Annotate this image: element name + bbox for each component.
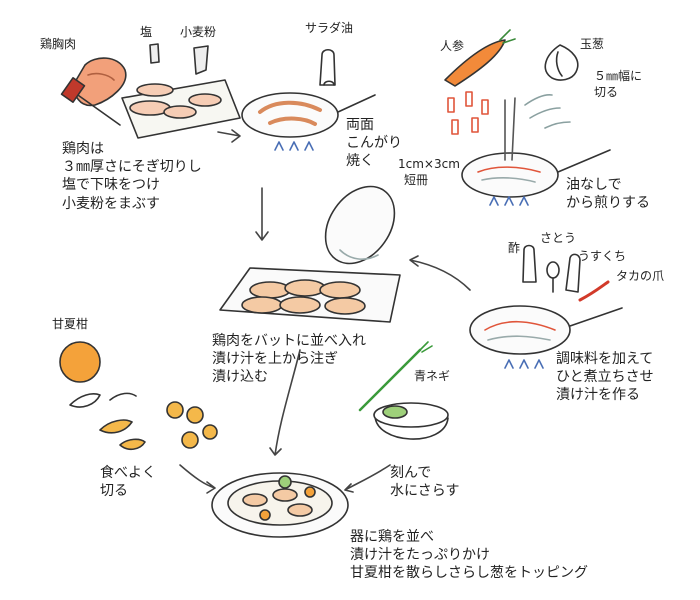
step-marinate: 鶏肉をバットに並べ入れ 漬け汁を上から注ぎ 漬け込む [212, 332, 366, 387]
step-prep-chicken-line: 小麦粉をまぶす [62, 195, 160, 212]
step-prep-chicken: 鶏肉は ３㎜厚さにそぎ切りし 塩で下味をつけ 小麦粉をまぶす [62, 140, 202, 213]
chili-pepper-icon [578, 280, 610, 302]
step-serve-line: 漬け汁をたっぷりかけ [350, 547, 490, 564]
step-soak-onion-line: 刻んで [390, 465, 432, 481]
step-serve-line: 甘夏柑を散らしさらし葱をトッピング [350, 565, 588, 582]
cut-citrus-pieces-icon [166, 401, 218, 449]
sugar-spoon-icon [546, 261, 560, 293]
carrot-cut-line1: 1cm×3cm [398, 157, 460, 171]
flour-label: 小麦粉 [180, 25, 217, 39]
flow-arrows [179, 129, 471, 494]
serving-plate-icon [211, 472, 349, 538]
water-bowl-icon [373, 402, 449, 440]
light-soy-label: うすくち [578, 249, 627, 263]
carrot-icon [444, 29, 516, 87]
pouring-pan-icon [324, 185, 396, 265]
step-serve-line: 器に鶏を並べ [350, 529, 434, 545]
step-marinate-line: 漬け汁を上から注ぎ [212, 351, 338, 368]
step-soak-onion: 刻んで 水にさらす [390, 464, 459, 500]
step-marinade: 調味料を加えて ひと煮立ちさせ 漬け汁を作る [556, 350, 654, 405]
onion-cut-line1: ５㎜幅に [594, 69, 643, 83]
step-cut-citrus-line: 切る [100, 483, 128, 500]
salad-oil-bottle-icon [319, 48, 336, 86]
step-marinate-line: 漬け込む [212, 369, 268, 386]
amanatsu-icon [59, 341, 146, 451]
salad-oil-label: サラダ油 [305, 21, 354, 35]
salt-label: 塩 [140, 25, 153, 39]
salt-icon [149, 43, 160, 64]
onion-icon [544, 44, 579, 81]
onion-cut-line2: 切る [594, 85, 619, 99]
step-fry-chicken: 両面 こんがり 焼く [346, 116, 402, 171]
soy-sauce-bottle-icon [565, 253, 581, 293]
step-marinade-line: ひと煮立ちさせ [556, 369, 654, 386]
frying-pan-chicken-icon [241, 92, 376, 151]
onion-label: 玉葱 [580, 37, 605, 51]
step-dry-fry-line: 油なしで [566, 177, 622, 193]
amanatsu-label: 甘夏柑 [52, 317, 89, 331]
vinegar-label: 酢 [508, 241, 521, 255]
step-prep-chicken-line: 塩で下味をつけ [62, 177, 160, 194]
floured-chicken-tray-icon [121, 79, 241, 139]
step-marinate-line: 鶏肉をバットに並べ入れ [212, 333, 366, 349]
carrot-label: 人参 [440, 39, 465, 53]
vegetable-pan-icon [461, 97, 611, 206]
flour-icon [193, 45, 209, 75]
green-onion-icon [358, 341, 433, 412]
step-cut-citrus-line: 食べよく [100, 465, 156, 481]
step-marinade-line: 漬け汁を作る [556, 387, 640, 404]
sugar-label: さとう [540, 231, 577, 245]
green-onion-label: 青ネギ [414, 369, 451, 383]
step-fry-chicken-line: こんがり [346, 135, 402, 152]
step-fry-chicken-line: 焼く [346, 153, 374, 170]
step-prep-chicken-line: ３㎜厚さにそぎ切りし [62, 159, 202, 176]
step-dry-fry-line: から煎りする [566, 195, 650, 212]
step-serve: 器に鶏を並べ 漬け汁をたっぷりかけ 甘夏柑を散らしさらし葱をトッピング [350, 528, 588, 583]
vinegar-bottle-icon [522, 244, 537, 283]
marinating-tray-icon [219, 267, 401, 323]
step-soak-onion-line: 水にさらす [390, 483, 460, 500]
onion-slices-icon [524, 94, 571, 129]
carrot-strips-icon [447, 91, 489, 135]
step-cut-citrus: 食べよく 切る [100, 464, 156, 500]
step-dry-fry: 油なしで から煎りする [566, 176, 650, 212]
carrot-cut-line2: 短冊 [404, 173, 429, 187]
marinade-pan-icon [469, 305, 623, 369]
step-fry-chicken-line: 両面 [346, 117, 374, 133]
chicken-breast-label: 鶏胸肉 [40, 37, 77, 51]
step-prep-chicken-line: 鶏肉は [62, 141, 104, 157]
step-marinade-line: 調味料を加えて [556, 351, 654, 367]
chicken-breast-icon [60, 57, 127, 126]
chili-label: タカの爪 [616, 269, 665, 283]
